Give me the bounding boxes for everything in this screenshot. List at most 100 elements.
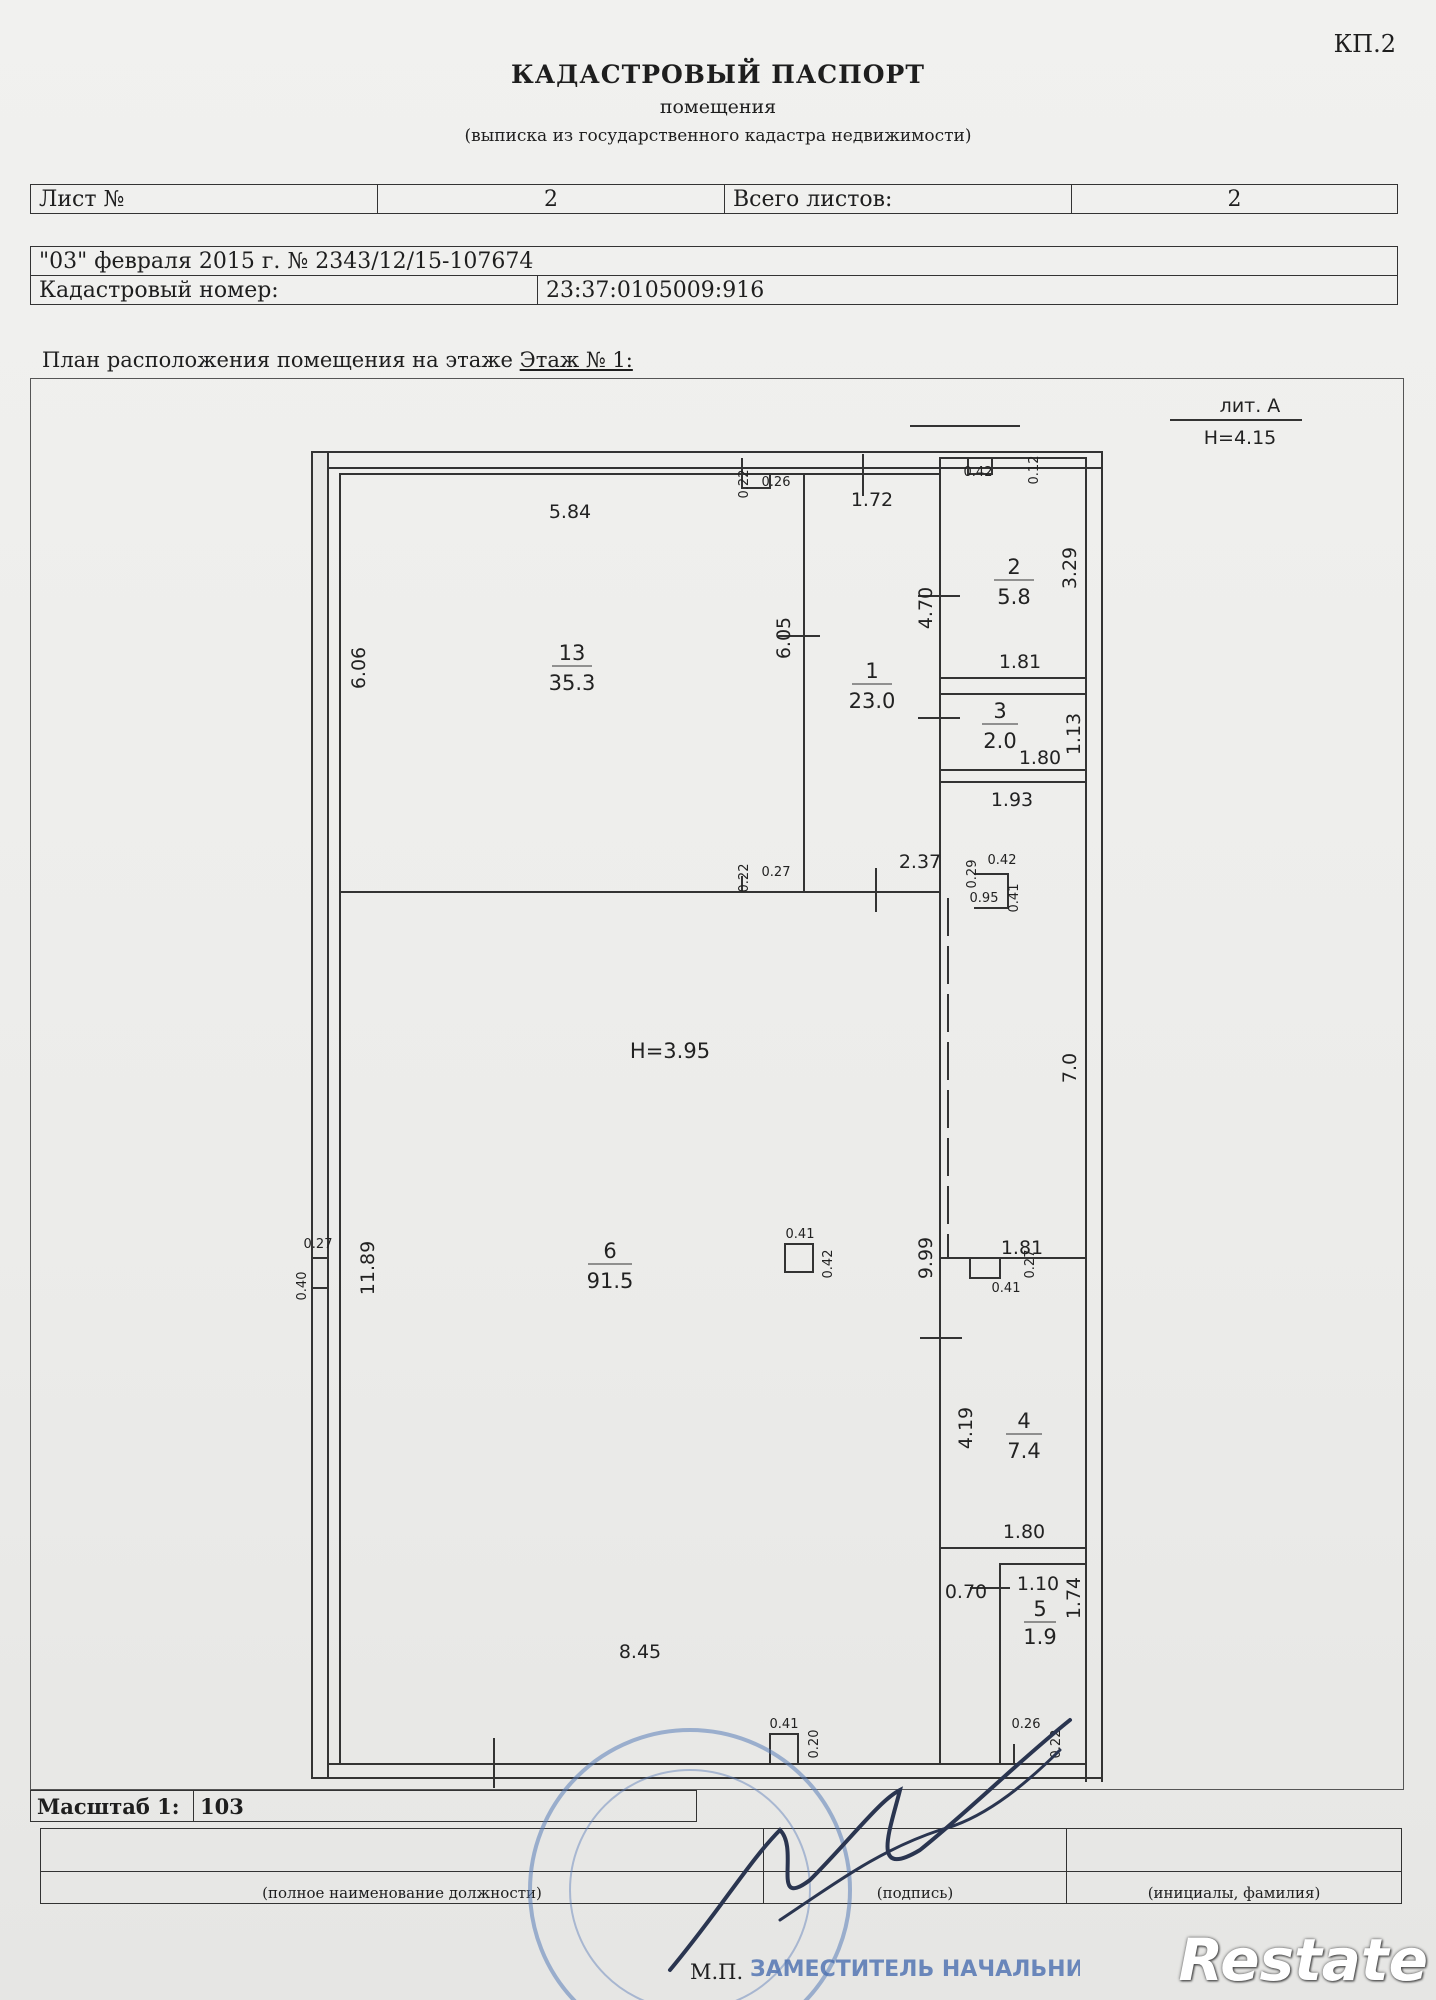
dim-label-small: 0.41	[992, 1281, 1021, 1296]
notch	[967, 458, 993, 475]
dim-label: 1.13	[1063, 713, 1085, 755]
pilaster-left	[311, 1257, 329, 1289]
room-1-number: 1	[865, 659, 878, 683]
floor-link: Этаж № 1:	[519, 348, 633, 372]
dim-label-small: 0.22	[737, 470, 752, 499]
room-3-area: 2.0	[983, 729, 1016, 753]
scale-value: 103	[193, 1790, 697, 1822]
dim-label: 1.80	[1003, 1521, 1045, 1543]
plan-frame	[30, 378, 1404, 1790]
dim-label-small: 0.41	[786, 1227, 815, 1242]
document-note: (выписка из государственного кадастра не…	[464, 126, 972, 146]
notch	[1013, 1744, 1034, 1765]
watermark-logo: Restate	[1178, 1926, 1428, 1994]
room-13-area: 35.3	[549, 671, 596, 695]
sheet-table: Лист № 2 Всего листов: 2	[30, 184, 1398, 214]
plan-caption: План расположения помещения на этаже Эта…	[42, 348, 633, 372]
legend-height: Н=4.15	[1204, 427, 1277, 449]
room-4-area: 7.4	[1007, 1439, 1040, 1463]
pilaster-bottom	[769, 1733, 799, 1765]
official-stamp: ЗАМЕСТИТЕЛЬ НАЧАЛЬНИКА	[528, 1718, 1080, 2000]
total-value: 2	[1071, 184, 1398, 214]
record-table: "03" февраля 2015 г. № 2343/12/15-107674…	[30, 246, 1398, 305]
dim-label: 0.70	[945, 1581, 987, 1603]
dim-label: 1.72	[851, 489, 893, 511]
dim-label-small: 0.41	[1007, 884, 1022, 913]
sheet-code: КП.2	[1333, 30, 1396, 58]
signature-name-caption: (инициалы, фамилия)	[1066, 1871, 1402, 1904]
signature-table: (полное наименование должности) (подпись…	[40, 1828, 1402, 1904]
dim-label-small: 0.26	[762, 475, 791, 490]
dim-label: 1.81	[1001, 1237, 1043, 1259]
handwritten-signature	[668, 1718, 1072, 1972]
room-5-area: 1.9	[1023, 1625, 1056, 1649]
dim-label-small: 0.29	[965, 860, 980, 889]
dim-label-small: 0.27	[304, 1237, 333, 1252]
cadastral-number: 23:37:0105009:916	[537, 275, 1398, 305]
mp-mark: М.П.	[690, 1960, 744, 1984]
room-13-number: 13	[559, 641, 586, 665]
legend-lit: лит. А	[1220, 395, 1281, 417]
room-2-area: 5.8	[997, 585, 1030, 609]
room-4-outline	[939, 1257, 1087, 1549]
dim-label: 4.70	[915, 587, 937, 629]
document-title: КАДАСТРОВЫЙ ПАСПОРТ	[511, 60, 925, 89]
dim-label: 1.80	[1019, 747, 1061, 769]
scale-table: Масштаб 1: 103	[30, 1790, 697, 1822]
room-6-number: 6	[603, 1239, 616, 1263]
dim-label: 8.45	[619, 1641, 661, 1663]
dim-label: 6.06	[348, 647, 370, 689]
main-height: Н=3.95	[630, 1039, 710, 1063]
dim-label-small: 0.41	[770, 1717, 799, 1732]
plan-caption-text: План расположения помещения на этаже	[42, 348, 513, 372]
room-6-outline	[339, 891, 941, 1765]
dim-label: 5.84	[549, 501, 591, 523]
room-3-outline	[939, 693, 1087, 771]
corridor-wall	[940, 781, 1087, 1258]
dim-label-small: 0.27	[1023, 1250, 1038, 1279]
dim-label: 1.74	[1063, 1577, 1085, 1619]
signature-name-cell	[1066, 1828, 1402, 1872]
notch	[741, 458, 771, 489]
dim-label-small: 0.12	[1027, 456, 1042, 485]
dim-label: 6.05	[773, 617, 795, 659]
room-2-number: 2	[1007, 555, 1020, 579]
notch	[741, 876, 770, 893]
document-subtitle: помещения	[659, 96, 777, 118]
room-5-number: 5	[1033, 1597, 1046, 1621]
column	[784, 1243, 814, 1273]
dim-label: 2.37	[899, 851, 941, 873]
room-5-outline	[999, 1563, 1087, 1765]
room-1-outline	[803, 473, 941, 893]
dim-label-small: 0.27	[762, 865, 791, 880]
dim-label-small: 0.20	[807, 1730, 822, 1759]
signature-sign-cell	[763, 1828, 1067, 1872]
dim-label: 9.99	[915, 1237, 937, 1279]
dim-label-small: 0.42	[964, 465, 993, 480]
room-3-number: 3	[993, 699, 1006, 723]
dim-label: 1.10	[1017, 1573, 1059, 1595]
dim-label-small: 0.40	[295, 1272, 310, 1301]
record-date-number: "03" февраля 2015 г. № 2343/12/15-107674	[30, 246, 1398, 276]
dim-label: 4.19	[955, 1407, 977, 1449]
notch	[974, 873, 1009, 909]
signature-position-cell	[40, 1828, 764, 1872]
scale-label: Масштаб 1:	[30, 1790, 194, 1822]
dim-label-small: 0.26	[1012, 1717, 1041, 1732]
dim-label-small: 0.95	[970, 891, 999, 906]
room-2-outline	[939, 457, 1087, 679]
sheet-value: 2	[377, 184, 725, 214]
room-6-area: 91.5	[587, 1269, 634, 1293]
floor-plan: лит. А Н=4.15 5.84 6.06 6.05 1.72 4.70 3…	[295, 395, 1302, 1788]
dim-label: 1.93	[991, 789, 1033, 811]
total-label: Всего листов:	[724, 184, 1072, 214]
sheet-label: Лист №	[30, 184, 378, 214]
wall-thickness-left	[311, 451, 329, 1779]
cadastral-label: Кадастровый номер:	[30, 275, 538, 305]
dim-label: 3.29	[1059, 547, 1081, 589]
dim-label: 1.81	[999, 651, 1041, 673]
dim-label-small: 0.42	[988, 853, 1017, 868]
dim-label: 7.0	[1059, 1053, 1081, 1083]
room-1-area: 23.0	[849, 689, 896, 713]
